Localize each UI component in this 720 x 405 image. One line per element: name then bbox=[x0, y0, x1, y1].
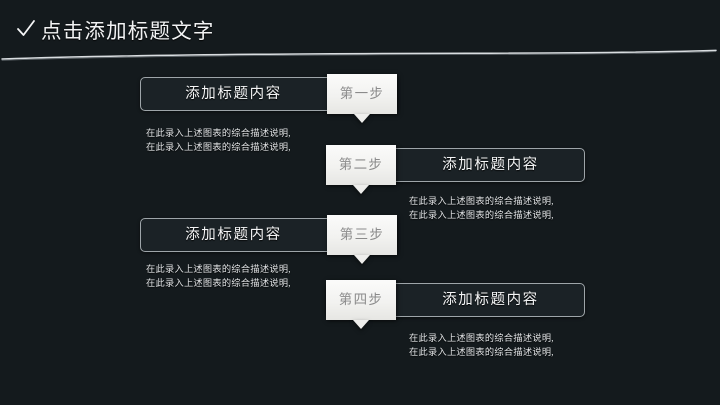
description-4: 在此录入上述图表的综合描述说明, 在此录入上述图表的综合描述说明, bbox=[409, 331, 554, 359]
title-bar-label-1: 添加标题内容 bbox=[185, 86, 282, 102]
page-title: 点击添加标题文字 bbox=[41, 21, 215, 43]
step-badge-2[interactable]: 第二步 bbox=[326, 145, 396, 194]
title-bar-label-4: 添加标题内容 bbox=[442, 292, 539, 308]
title-underline-stroke bbox=[1, 49, 717, 61]
description-1: 在此录入上述图表的综合描述说明, 在此录入上述图表的综合描述说明, bbox=[146, 126, 291, 154]
description-3: 在此录入上述图表的综合描述说明, 在此录入上述图表的综合描述说明, bbox=[146, 262, 291, 290]
slide-title-area: 点击添加标题文字 bbox=[0, 14, 720, 61]
step-badge-1[interactable]: 第一步 bbox=[327, 74, 397, 123]
title-bar-label-3: 添加标题内容 bbox=[185, 227, 282, 243]
description-3-line-1: 在此录入上述图表的综合描述说明, bbox=[146, 264, 291, 274]
step-badge-3[interactable]: 第三步 bbox=[327, 215, 397, 264]
step-badge-label-2: 第二步 bbox=[338, 157, 384, 172]
step-badge-label-3: 第三步 bbox=[339, 227, 385, 242]
step-pointer-icon-4 bbox=[353, 320, 369, 329]
description-1-line-1: 在此录入上述图表的综合描述说明, bbox=[146, 128, 291, 138]
check-icon bbox=[17, 20, 35, 36]
step-badge-label-4: 第四步 bbox=[338, 292, 384, 307]
step-badge-label-1: 第一步 bbox=[339, 86, 385, 101]
description-2-line-1: 在此录入上述图表的综合描述说明, bbox=[409, 196, 554, 206]
description-3-line-2: 在此录入上述图表的综合描述说明, bbox=[146, 278, 291, 288]
step-badge-4[interactable]: 第四步 bbox=[326, 280, 396, 329]
step-pointer-icon-3 bbox=[354, 255, 370, 264]
description-4-line-1: 在此录入上述图表的综合描述说明, bbox=[409, 333, 554, 343]
step-pointer-icon-1 bbox=[354, 114, 370, 123]
description-4-line-2: 在此录入上述图表的综合描述说明, bbox=[409, 347, 554, 357]
description-2-line-2: 在此录入上述图表的综合描述说明, bbox=[409, 210, 554, 220]
description-1-line-2: 在此录入上述图表的综合描述说明, bbox=[146, 142, 291, 152]
title-bar-label-2: 添加标题内容 bbox=[442, 157, 539, 173]
description-2: 在此录入上述图表的综合描述说明, 在此录入上述图表的综合描述说明, bbox=[409, 194, 554, 222]
step-pointer-icon-2 bbox=[353, 185, 369, 194]
